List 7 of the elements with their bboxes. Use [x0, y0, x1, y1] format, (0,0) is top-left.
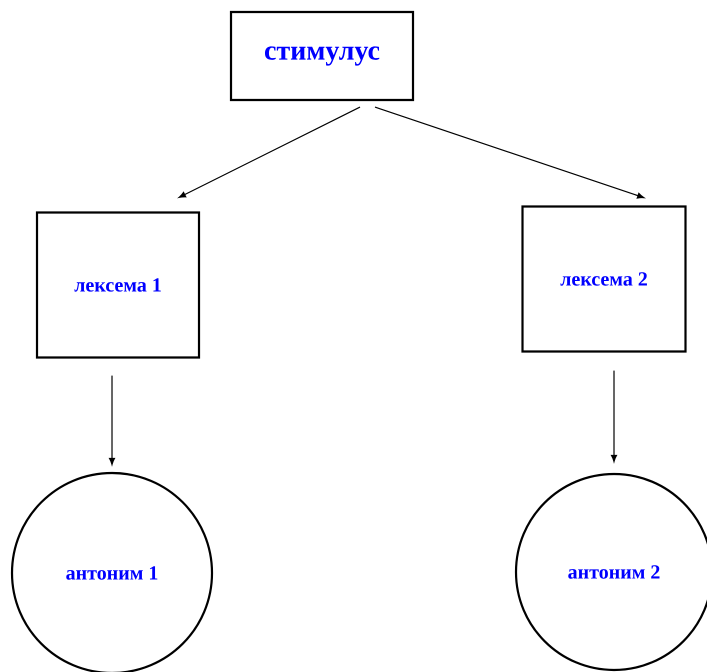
box: лексема 1	[36, 211, 200, 359]
arrow	[374, 106, 644, 199]
arrow	[610, 370, 618, 462]
arrow	[108, 376, 116, 466]
box: лексема 2	[521, 205, 687, 353]
arrow	[178, 106, 360, 198]
box: стимулус	[230, 10, 414, 102]
